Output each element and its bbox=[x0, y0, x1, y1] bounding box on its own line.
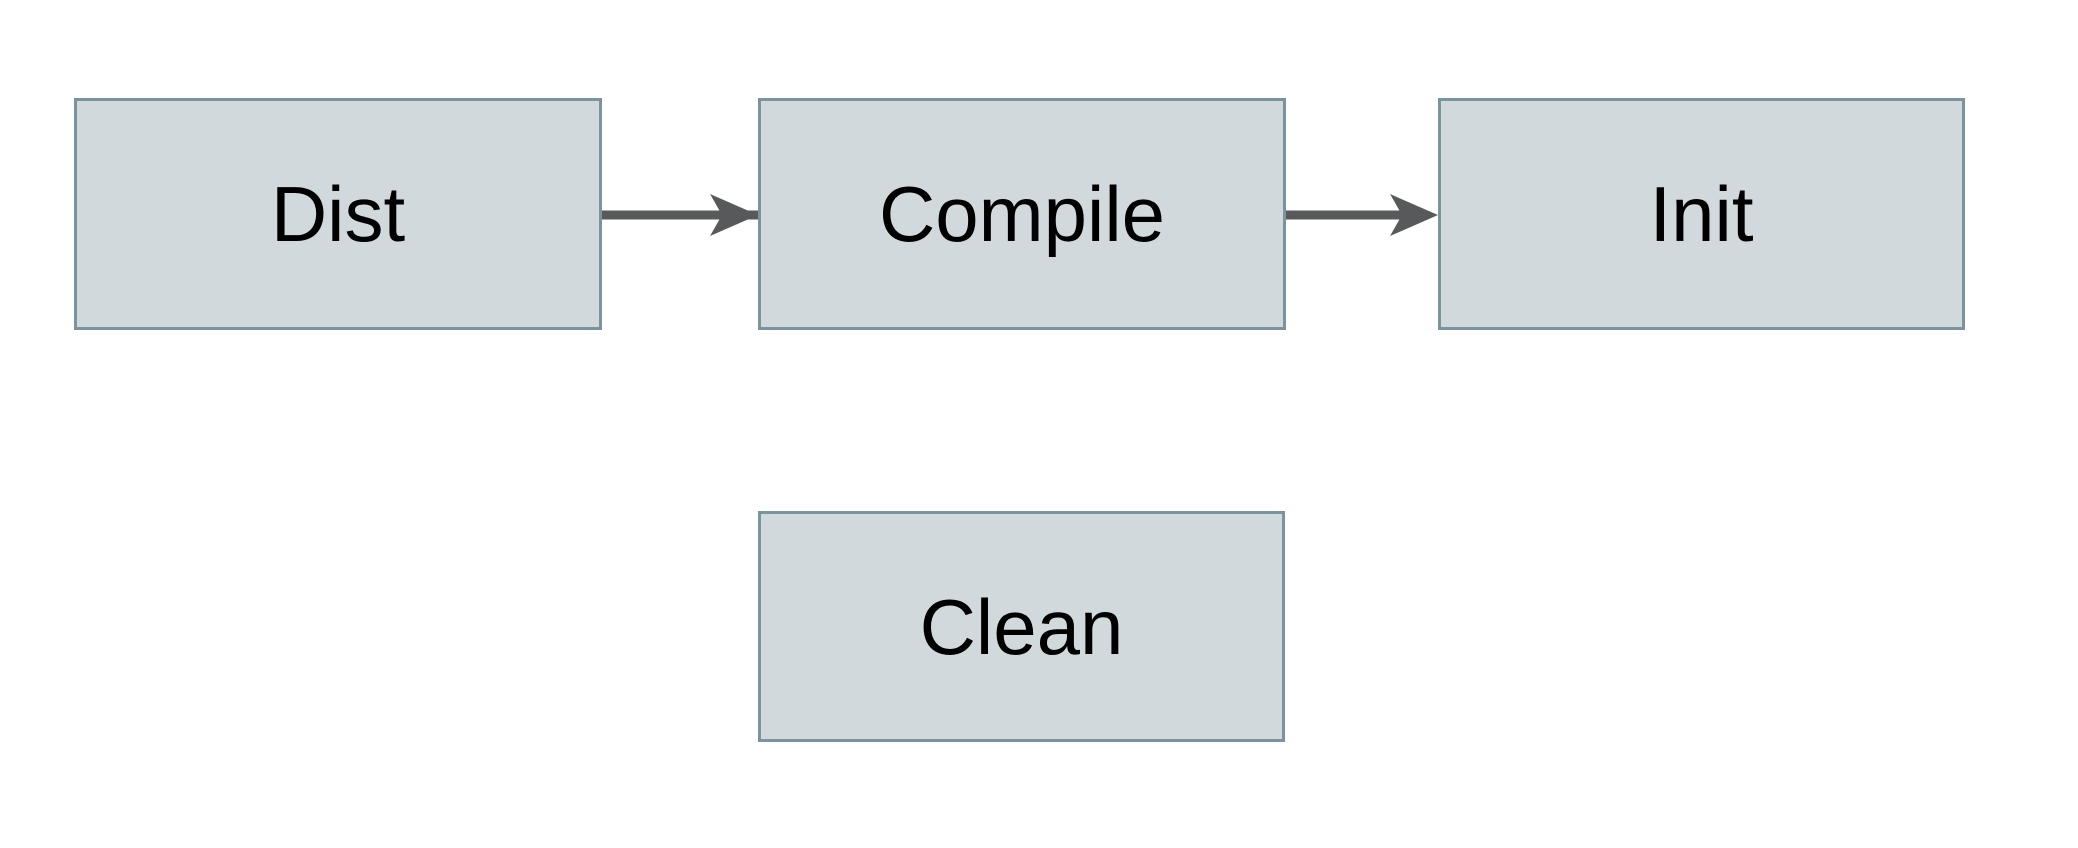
node-init[interactable]: Init bbox=[1438, 98, 1965, 330]
node-clean[interactable]: Clean bbox=[758, 511, 1285, 742]
node-init-label: Init bbox=[1649, 170, 1754, 258]
node-compile[interactable]: Compile bbox=[758, 98, 1286, 330]
node-dist-label: Dist bbox=[270, 170, 406, 258]
node-dist[interactable]: Dist bbox=[74, 98, 602, 330]
node-clean-label: Clean bbox=[919, 582, 1124, 671]
node-compile-label: Compile bbox=[878, 170, 1166, 258]
connector-compile-init-arrow[interactable] bbox=[1288, 194, 1438, 236]
